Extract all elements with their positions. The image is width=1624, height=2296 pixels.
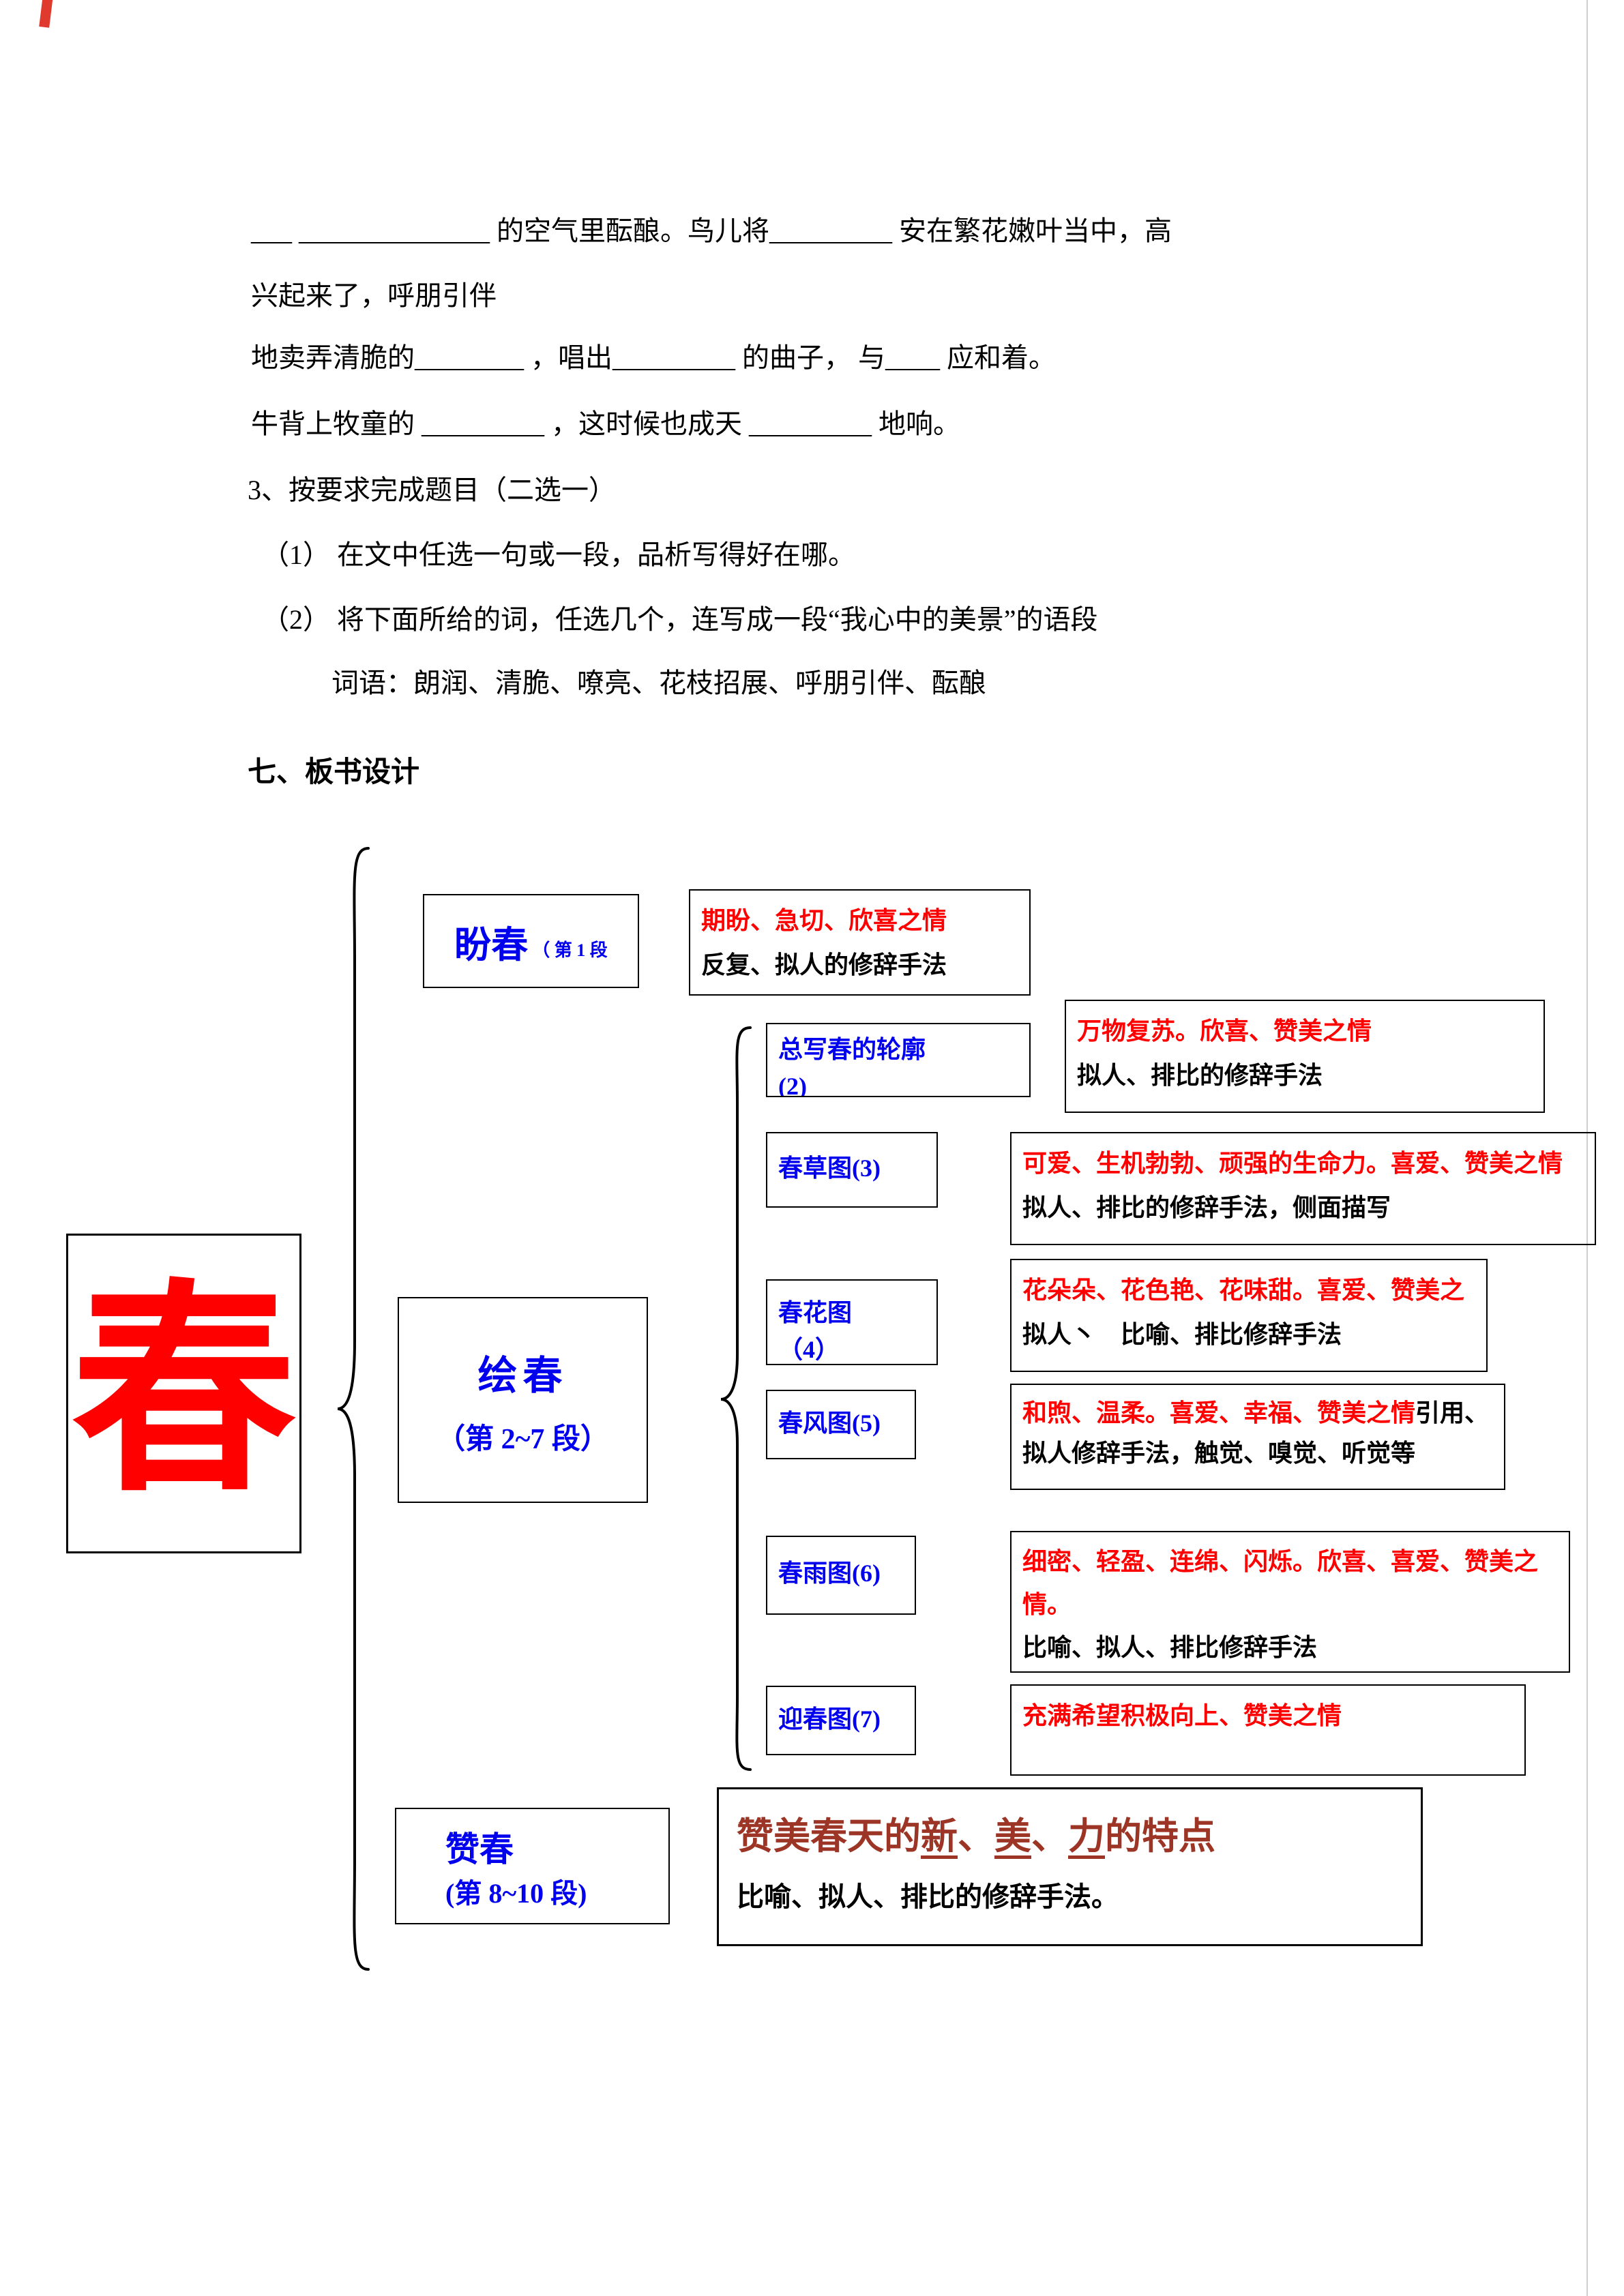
headline-segment: 、 <box>1031 1816 1068 1857</box>
note-red-text: 花朵朵、花色艳、花味甜。喜爱、赞美之 <box>1022 1277 1465 1304</box>
fill-blank-line-2: 兴起来了，呼朋引伴 <box>251 280 497 311</box>
stage-label-huichun: 绘春 <box>477 1353 568 1398</box>
note-red-text: 可爱、生机勃勃、顽强的生命力。喜爱、赞美之情 <box>1022 1150 1563 1177</box>
headline-underlined-mei: 美 <box>994 1816 1031 1857</box>
note-box-spring-grass: 可爱、生机勃勃、顽强的生命力。喜爱、赞美之情 拟人、排比的修辞手法，侧面描写 <box>1010 1132 1596 1245</box>
headline-underlined-li: 力 <box>1068 1816 1105 1857</box>
branch-label-text: 总写春的轮廓 <box>778 1036 926 1063</box>
question-3-title: 3、按要求完成题目（二选一） <box>248 475 616 505</box>
board-design-heading: 七、板书设计 <box>248 757 420 788</box>
headline-segment: 的特点 <box>1105 1816 1215 1857</box>
note-flow-text: 和煦、温柔。喜爱、幸福、赞美之情引用、拟人修辞手法，触觉、嗅觉、听觉等 <box>1022 1393 1493 1474</box>
note-box-zanchun: 赞美春天的新、美、力的特点 比喻、拟人、排比的修辞手法。 <box>717 1787 1423 1946</box>
branch-label-spring-wind: 春风图(5) <box>766 1390 916 1459</box>
branch-label-outline: 总写春的轮廓 (2) <box>766 1023 1031 1097</box>
note-black-text: 反复、拟人的修辞手法 <box>701 951 947 979</box>
note-red-text: 和煦、温柔。喜爱、幸福、赞美之情 <box>1022 1399 1416 1427</box>
branch-label-spring-rain: 春雨图(6) <box>766 1536 916 1615</box>
outer-brace <box>334 846 372 1971</box>
note-red-text: 万物复苏。欣喜、赞美之情 <box>1077 1017 1372 1045</box>
inner-brace <box>718 1026 754 1772</box>
red-artifact-mark <box>39 0 53 28</box>
branch-label-text: 迎春图(7) <box>778 1705 881 1733</box>
fill-blank-line-3: 地卖弄清脆的________ ，唱出_________ 的曲子， 与____ 应… <box>251 342 1056 373</box>
root-topic-character: 春 <box>71 1268 297 1518</box>
root-topic-box: 春 <box>66 1234 301 1553</box>
headline-segment: 赞美春天的 <box>737 1816 921 1857</box>
note-box-spring-wind: 和煦、温柔。喜爱、幸福、赞美之情引用、拟人修辞手法，触觉、嗅觉、听觉等 <box>1010 1384 1505 1490</box>
page-right-edge <box>1586 0 1588 2296</box>
question-3-item-2: （2） 将下面所给的词，任选几个，连写成一段“我心中的美景”的语段 <box>262 604 1098 635</box>
question-3-item-1: （1） 在文中任选一句或一段，品析写得好在哪。 <box>262 539 855 570</box>
note-box-welcome-spring: 充满希望积极向上、赞美之情 <box>1010 1684 1526 1776</box>
note-black-text: 拟人丶 比喻、排比修辞手法 <box>1022 1320 1342 1348</box>
word-list-line: 词语：朗润、清脆、嘹亮、花枝招展、呼朋引伴、酝酿 <box>331 668 986 698</box>
stage-label-zanchun: 赞春 <box>445 1830 514 1868</box>
stage-seg-panchun: （ 第 1 段 <box>532 940 608 960</box>
branch-label-spring-grass: 春草图(3) <box>766 1132 938 1208</box>
branch-label-welcome-spring: 迎春图(7) <box>766 1686 916 1755</box>
zanchun-headline: 赞美春天的新、美、力的特点 <box>737 1806 1403 1860</box>
outer-brace-path <box>337 847 370 1971</box>
zanchun-method-text: 比喻、拟人、排比的修辞手法。 <box>737 1881 1119 1912</box>
stage-box-zanchun: 赞春 (第 8~10 段) <box>395 1808 670 1924</box>
stage-box-huichun: 绘春 （第 2~7 段） <box>398 1297 648 1503</box>
branch-label-text: 春风图(5) <box>778 1410 881 1437</box>
branch-label-spring-flower: 春花图 （4） <box>766 1279 938 1365</box>
branch-label-sub: (2) <box>778 1073 807 1097</box>
stage-seg-huichun: （第 2~7 段） <box>437 1423 609 1455</box>
fill-blank-line-4: 牛背上牧童的 _________ ，这时候也成天 _________ 地响。 <box>251 408 960 439</box>
stage-box-panchun: 盼春 （ 第 1 段 <box>423 894 639 988</box>
fill-blank-line-1: ___ ______________ 的空气里酝酿。鸟儿将_________ 安… <box>251 215 1172 246</box>
note-red-text: 细密、轻盈、连绵、闪烁。欣喜、喜爱、赞美之情。 <box>1022 1548 1539 1618</box>
note-black-text: 引用、拟人修辞手法，触觉、嗅觉、听觉等 <box>1022 1399 1490 1467</box>
stage-seg-zanchun: (第 8~10 段) <box>445 1877 587 1909</box>
branch-label-text: 春草图(3) <box>778 1154 881 1182</box>
note-box-spring-rain: 细密、轻盈、连绵、闪烁。欣喜、喜爱、赞美之情。 比喻、拟人、排比修辞手法 <box>1010 1531 1570 1673</box>
inner-brace-path <box>720 1026 752 1771</box>
note-box-panchun: 期盼、急切、欣喜之情 反复、拟人的修辞手法 <box>689 889 1031 996</box>
note-box-spring-flower: 花朵朵、花色艳、花味甜。喜爱、赞美之 拟人丶 比喻、排比修辞手法 <box>1010 1259 1488 1372</box>
note-black-text: 拟人、排比的修辞手法，侧面描写 <box>1022 1193 1391 1221</box>
headline-underlined-new: 新 <box>921 1816 958 1857</box>
headline-segment: 、 <box>958 1816 994 1857</box>
note-black-text: 拟人、排比的修辞手法 <box>1077 1061 1323 1089</box>
branch-label-sub: （4） <box>778 1336 840 1363</box>
stage-label-panchun: 盼春 <box>454 924 529 966</box>
branch-label-text: 春雨图(6) <box>778 1560 881 1587</box>
note-black-text: 比喻、拟人、排比修辞手法 <box>1022 1634 1318 1661</box>
note-box-outline: 万物复苏。欣喜、赞美之情 拟人、排比的修辞手法 <box>1065 1000 1545 1113</box>
note-red-text: 充满希望积极向上、赞美之情 <box>1022 1702 1342 1729</box>
branch-label-text: 春花图 <box>778 1299 853 1326</box>
note-red-text: 期盼、急切、欣喜之情 <box>701 907 947 934</box>
